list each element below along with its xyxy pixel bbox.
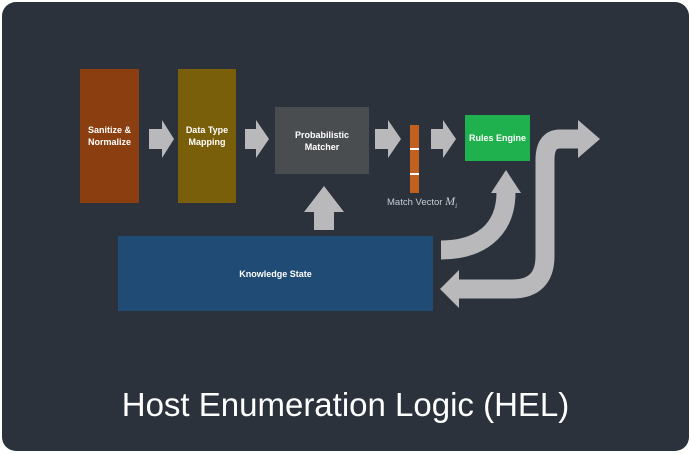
match-vector-label-text: Match Vector — [387, 197, 446, 208]
arrow-knowledge-to-matcher — [304, 186, 344, 230]
arrow-vector-to-rules — [431, 120, 456, 158]
arrow-knowledge-to-rules-curve — [440, 191, 516, 260]
knowledge-state-node: Knowledge State — [118, 236, 433, 311]
diagram-title: Host Enumeration Logic (HEL) — [121, 386, 570, 423]
probabilistic-matcher-node: Probabilistic Matcher — [275, 107, 369, 174]
arrow-loop-out-head — [578, 120, 600, 158]
data-type-mapping-node: Data Type Mapping — [178, 69, 236, 203]
arrow-matcher-to-vector — [375, 120, 401, 158]
arrow-knowledge-to-rules-head — [491, 170, 521, 193]
arrow-sanitize-to-datatype — [149, 120, 174, 158]
match-vector-bar — [410, 125, 419, 193]
arrow-loop-to-knowledge-head — [440, 270, 459, 308]
arrow-datatype-to-matcher — [245, 120, 269, 158]
arrow-loop-to-knowledge-curve — [456, 129, 581, 299]
rules-engine-node: Rules Engine — [465, 115, 530, 161]
match-vector-divider — [410, 148, 419, 150]
sanitize-normalize-node: Sanitize & Normalize — [80, 69, 139, 203]
match-vector-symbol: M — [445, 194, 456, 208]
match-vector-subscript: i — [455, 202, 458, 210]
match-vector-label: Match Vector Mi — [387, 194, 457, 210]
match-vector-divider — [410, 173, 419, 175]
